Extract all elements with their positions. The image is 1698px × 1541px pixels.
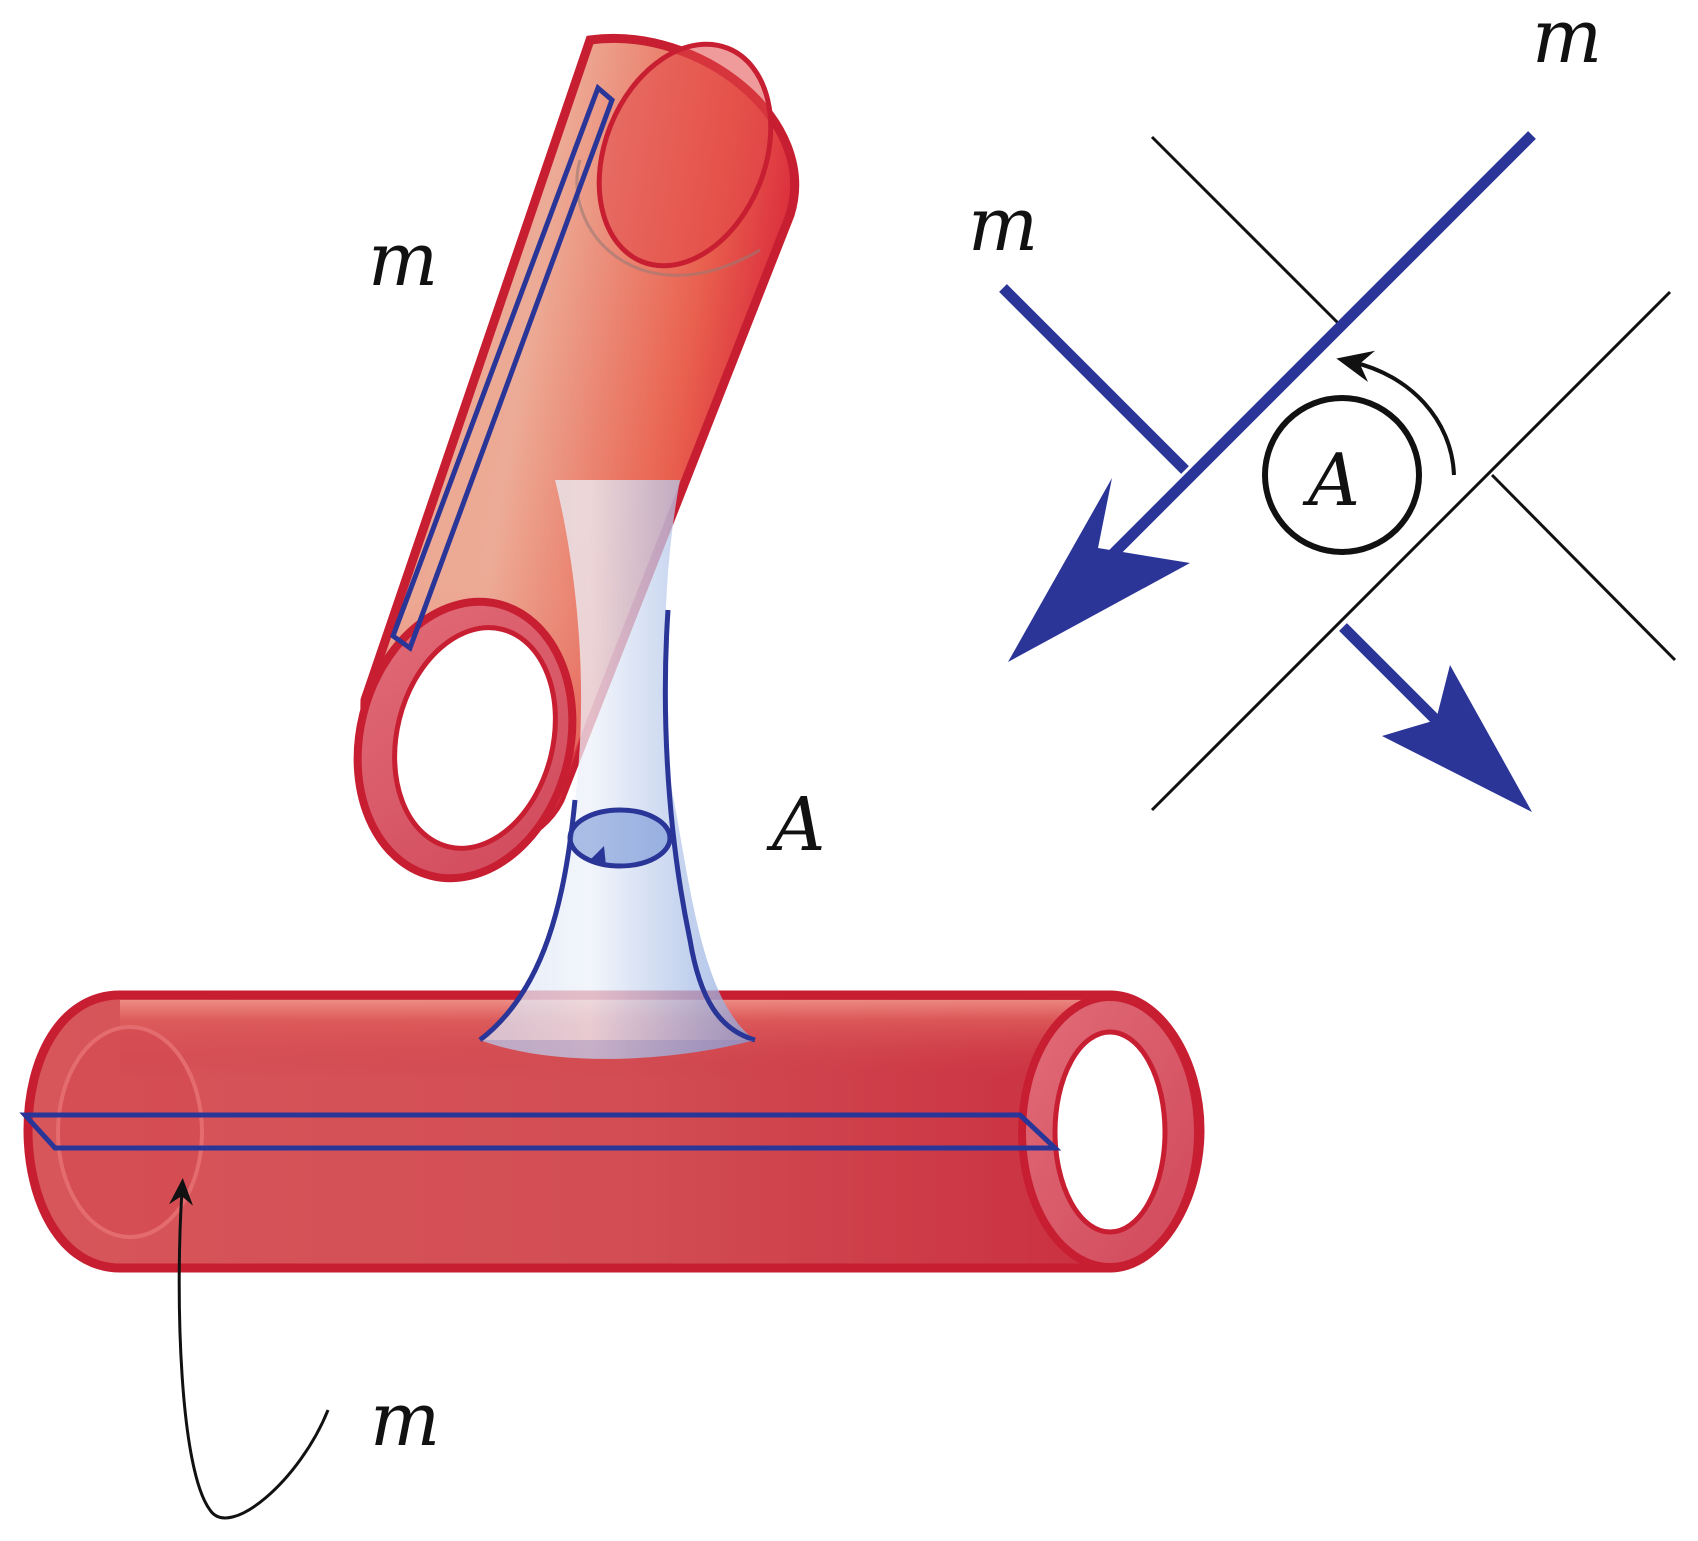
schematic-line-right-diag [1150, 290, 1672, 812]
schematic-line-upper [1150, 135, 1344, 329]
label-bottom-m: m [370, 1377, 440, 1463]
schematic-blue-main [1106, 131, 1536, 561]
label-upper-tube-m: m [368, 217, 438, 303]
tendril-base [480, 1040, 755, 1059]
tendril [478, 480, 756, 1059]
schematic-arrowhead-down-left-icon [1008, 478, 1190, 662]
label-right-left-m: m [968, 182, 1038, 268]
tendril-waist-loop [567, 807, 673, 869]
schematic-blue-lower [1339, 623, 1456, 740]
bottom-pointer-curve [169, 1178, 330, 1520]
bottom-tube-left-end [56, 1025, 204, 1239]
upper-tube [353, 34, 800, 883]
schematic-arrowhead-down-right-icon [1382, 665, 1532, 812]
schematic-circle [1262, 395, 1422, 555]
tendril-right-edge [662, 609, 756, 1043]
schematic-line-lower [1490, 473, 1677, 662]
tendril-loop-arrow-icon [588, 846, 606, 866]
bottom-tube-blue-strip [19, 1112, 1062, 1151]
bottom-tube-hole [1052, 1029, 1168, 1235]
crossing-schematic: A m m [968, 0, 1677, 812]
label-circle-A: A [1302, 438, 1360, 522]
upper-tube-blue-strip [389, 83, 615, 652]
schematic-blue-left [999, 284, 1189, 474]
schematic-rotation-arrow [1336, 350, 1456, 476]
upper-tube-hole [392, 625, 558, 851]
upper-tube-top-rim [596, 41, 774, 269]
label-right-top-m: m [1532, 0, 1602, 80]
label-tendril-A: A [766, 782, 825, 868]
